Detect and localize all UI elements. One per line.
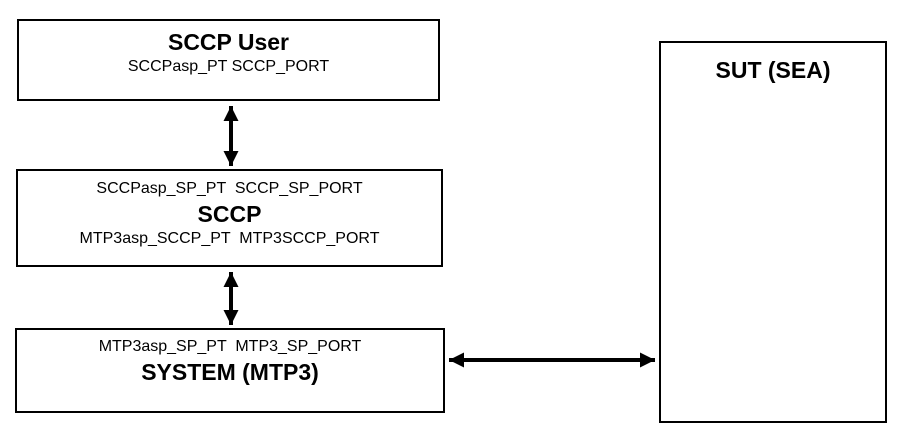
- system-mtp3-ports: MTP3asp_SP_PT MTP3_SP_PORT: [98, 338, 362, 355]
- sut-sea-box: SUT (SEA): [659, 41, 887, 423]
- sccp-user-title: SCCP User: [167, 29, 290, 55]
- sccp-top-ports: SCCPasp_SP_PT SCCP_SP_PORT: [96, 180, 363, 197]
- sccp-user-box: SCCP User SCCPasp_PT SCCP_PORT: [17, 19, 440, 101]
- sut-sea-title: SUT (SEA): [715, 57, 831, 83]
- system-mtp3-title: SYSTEM (MTP3): [141, 359, 319, 385]
- sccp-bottom-ports: MTP3asp_SCCP_PT MTP3SCCP_PORT: [79, 230, 380, 247]
- sccp-title: SCCP: [197, 201, 262, 227]
- sccp-user-ports: SCCPasp_PT SCCP_PORT: [127, 58, 330, 75]
- sccp-box: SCCPasp_SP_PT SCCP_SP_PORT SCCP MTP3asp_…: [16, 169, 443, 267]
- system-mtp3-box: MTP3asp_SP_PT MTP3_SP_PORT SYSTEM (MTP3): [15, 328, 445, 413]
